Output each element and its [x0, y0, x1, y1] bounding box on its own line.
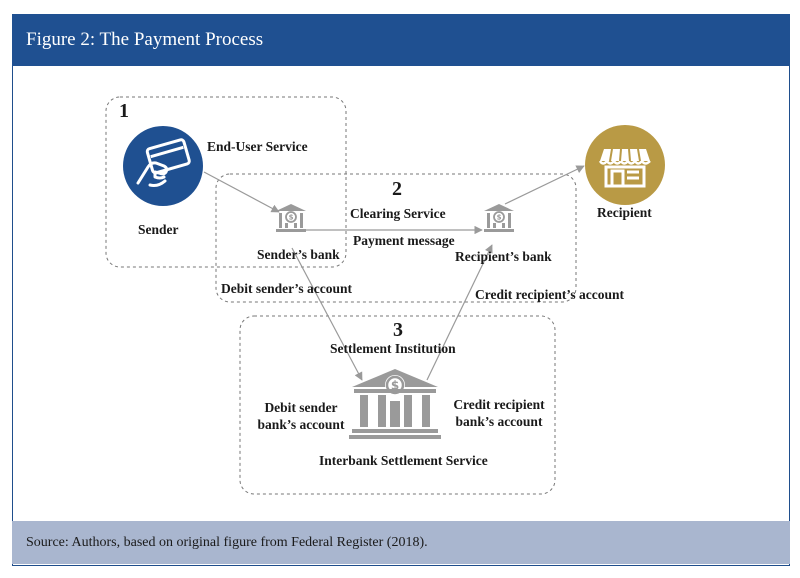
sender-label: Sender — [138, 222, 179, 237]
figure-source: Source: Authors, based on original figur… — [26, 535, 428, 550]
region-3-box — [239, 315, 556, 495]
arrow-debit-sender-account — [291, 247, 363, 381]
settlement-institution-label: Settlement Institution — [330, 341, 456, 356]
credit-recipients-account-label: Credit recipient’s account — [475, 287, 624, 302]
recipient-label: Recipient — [597, 205, 652, 220]
region-1-box — [105, 96, 347, 268]
figure-footer — [12, 521, 790, 564]
svg-text:$: $ — [289, 214, 294, 222]
senders-bank-label: Sender’s bank — [257, 247, 340, 262]
arrow-recipients-bank-to-recipient — [504, 165, 585, 205]
debit-sender-bank-label-line1: Debit sender — [264, 400, 338, 415]
region-3-number: 3 — [393, 319, 403, 341]
region-1-number: 1 — [119, 100, 129, 122]
bank-dollar-icon: $ — [481, 202, 517, 239]
payment-message-label: Payment message — [353, 233, 455, 248]
credit-recipient-bank-label-line2: bank’s account — [455, 414, 543, 429]
figure-title: Figure 2: The Payment Process — [26, 29, 264, 50]
recipients-bank-label: Recipient’s bank — [455, 249, 552, 264]
svg-text:$: $ — [391, 379, 399, 393]
credit-recipient-bank-label-line1: Credit recipient — [453, 397, 545, 412]
end-user-service-label: End-User Service — [207, 139, 308, 154]
clearing-service-label: Clearing Service — [350, 206, 446, 221]
region-2-box — [215, 173, 577, 303]
figure-frame — [12, 14, 790, 566]
card-payment-icon — [122, 125, 204, 212]
figure-header — [12, 14, 790, 66]
bank-dollar-icon: $ — [348, 367, 442, 446]
arrow-credit-recipient-account — [426, 244, 493, 381]
interbank-settlement-service-label: Interbank Settlement Service — [319, 453, 488, 468]
debit-sender-bank-label-line2: bank’s account — [257, 417, 345, 432]
debit-senders-account-label: Debit sender’s account — [221, 281, 352, 296]
svg-text:$: $ — [497, 214, 502, 222]
storefront-icon — [585, 125, 665, 210]
bank-dollar-icon: $ — [273, 202, 309, 239]
arrow-sender-to-senders-bank — [203, 171, 280, 213]
region-2-number: 2 — [392, 178, 402, 200]
